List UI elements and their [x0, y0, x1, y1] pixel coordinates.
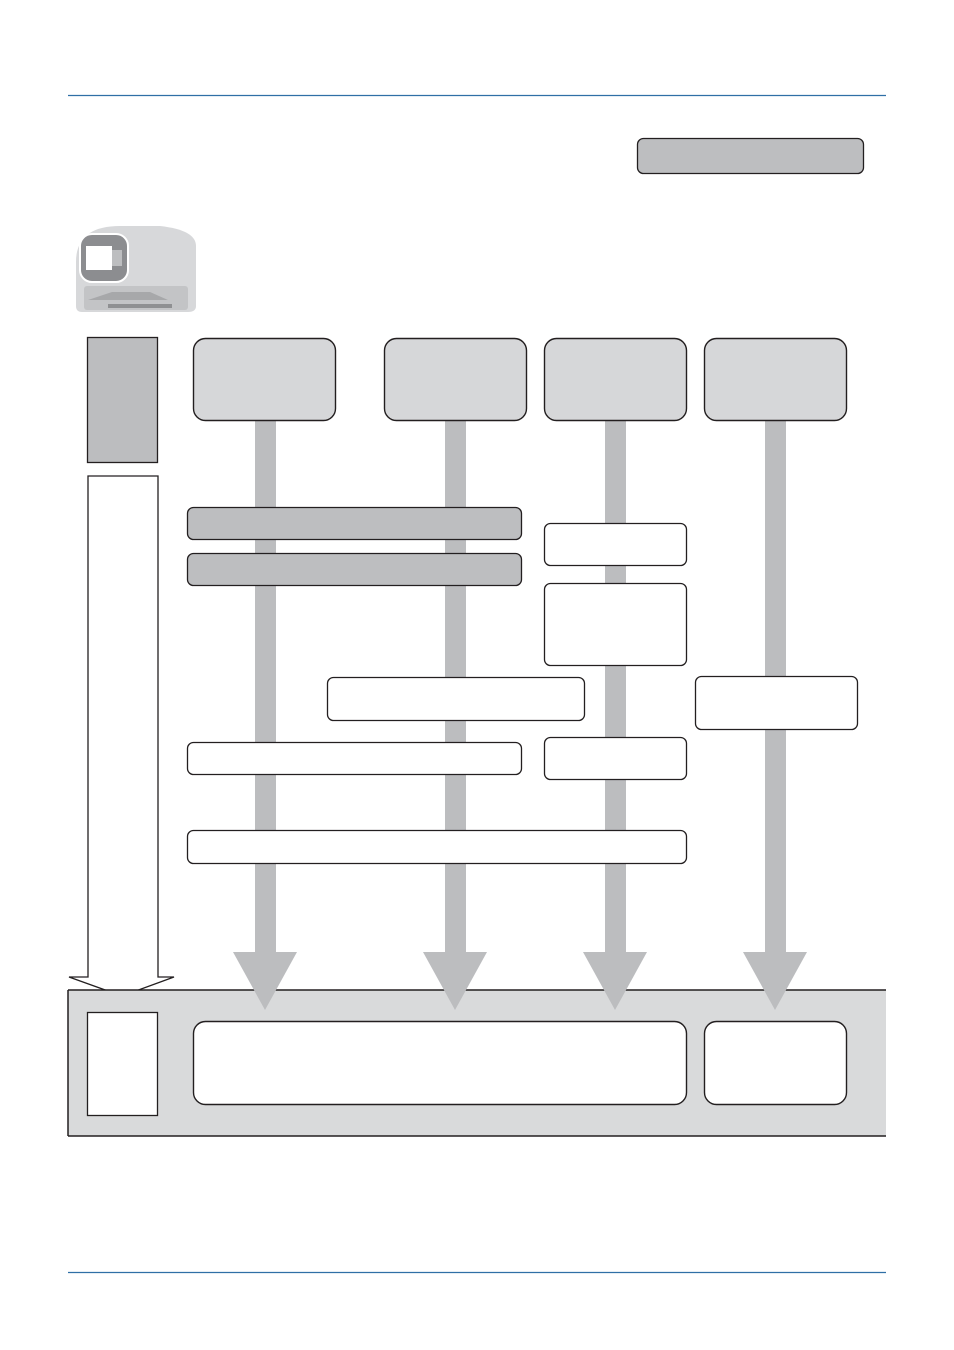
process-box-col1-2: [186, 741, 523, 776]
source-box-4: [703, 337, 848, 422]
flow-arrowhead-4: [743, 952, 807, 1010]
process-bar-grey-2: [186, 552, 523, 587]
result-box-side: [703, 1020, 848, 1106]
process-box-col1-3: [186, 829, 688, 865]
source-box-3: [543, 337, 688, 422]
header-badge: [636, 137, 865, 175]
result-legend-box: [86, 1011, 159, 1117]
flow-arrowhead-3: [583, 952, 647, 1010]
process-box-col3-a: [543, 522, 688, 567]
process-box-col4: [694, 675, 859, 731]
source-box-1: [192, 337, 337, 422]
result-box-main: [192, 1020, 688, 1106]
process-box-col3-b: [543, 582, 688, 667]
process-box-col2-3: [326, 676, 586, 722]
legend-top-box: [86, 336, 159, 464]
process-box-col3-c: [543, 736, 688, 781]
multifunction-printer-icon: [76, 226, 196, 312]
flow-shaft-1: [255, 420, 276, 956]
legend-down-arrow: [68, 475, 175, 997]
flow-shaft-3: [605, 420, 626, 956]
process-bar-grey-1: [186, 506, 523, 541]
flow-arrowhead-1: [233, 952, 297, 1010]
source-box-2: [383, 337, 528, 422]
flow-arrowhead-2: [423, 952, 487, 1010]
